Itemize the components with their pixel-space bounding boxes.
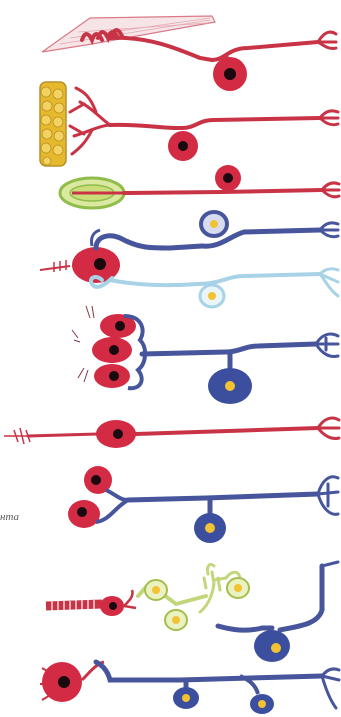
neuron-axon xyxy=(182,118,320,128)
neuron-nucleus xyxy=(113,429,123,439)
axon-terminal xyxy=(318,477,338,515)
olfactory-cilia xyxy=(4,428,30,444)
neuron-olfactory xyxy=(4,418,339,448)
photoreceptor-nucleus xyxy=(109,602,117,610)
blue-process xyxy=(96,662,180,680)
hair-cell-1-nucleus xyxy=(115,321,125,331)
neuron-hair-follicle xyxy=(40,82,338,166)
axon-terminal xyxy=(318,32,336,48)
amacrine-cell-process xyxy=(200,564,226,612)
neuron-nucleus xyxy=(225,381,235,391)
neuron-encapsulated-receptor xyxy=(60,165,339,208)
neuron-axon xyxy=(206,494,318,498)
neuron-nucleus xyxy=(224,68,236,80)
lightblue-axon-terminal xyxy=(320,269,338,296)
free-nerve-endings xyxy=(70,88,110,154)
neuron-retinal-second xyxy=(40,662,339,714)
outer-hair-cell-nucleus xyxy=(77,507,87,517)
neuron-axon xyxy=(226,344,316,352)
blue-axon xyxy=(180,676,322,680)
lightblue-axon xyxy=(198,274,320,284)
axon-terminal xyxy=(322,183,339,197)
muscle-spindle xyxy=(42,16,215,52)
hair-cell-stereocilia xyxy=(72,306,94,382)
hair-cell-2-nucleus xyxy=(109,345,119,355)
neuron-nucleus xyxy=(205,523,215,533)
ganglion-nucleus xyxy=(271,643,281,653)
neuron-process xyxy=(124,192,222,193)
inner-hair-cell-nucleus xyxy=(91,475,101,485)
blue-dendrite xyxy=(96,236,202,248)
neuron-process xyxy=(142,352,226,354)
neuron-process xyxy=(110,38,212,60)
ganglion-axon xyxy=(280,566,322,630)
axon-terminal xyxy=(316,334,338,356)
taste-cell-nucleus xyxy=(94,258,106,270)
axon-terminal xyxy=(320,111,338,125)
neuron-axon xyxy=(136,428,318,434)
side-label: нта xyxy=(0,512,19,523)
hair-cell-fibers xyxy=(96,490,128,522)
hair-cell-3-nucleus xyxy=(109,371,119,381)
blue-axon-terminal xyxy=(322,669,339,708)
neuron-axon xyxy=(222,190,322,192)
blue-nucleus xyxy=(210,220,218,228)
blue-axon-terminal xyxy=(320,223,338,237)
amacrine-nucleus xyxy=(234,584,242,592)
bipolar-nucleus-1 xyxy=(152,586,160,594)
ganglion-dendrite xyxy=(218,626,272,630)
neuron-process xyxy=(128,498,206,500)
neuron-taste xyxy=(40,212,338,307)
neuron-vestibular xyxy=(72,306,338,404)
axon-terminal xyxy=(318,418,339,438)
neuron-retinal xyxy=(46,562,338,662)
second-blue-nucleus xyxy=(258,700,266,708)
olfactory-dendrite xyxy=(28,434,98,436)
neuron-process xyxy=(110,125,182,128)
photoreceptor-terminal xyxy=(124,590,136,608)
lightblue-nucleus xyxy=(208,292,216,300)
neuron-muscle-spindle xyxy=(42,16,336,91)
ganglion-terminal xyxy=(322,562,338,566)
neuron-nucleus xyxy=(178,141,188,151)
neuron-nucleus xyxy=(223,173,233,183)
neuron-cochlear xyxy=(68,466,338,543)
red-cell-nucleus xyxy=(58,676,70,688)
blue-nucleus xyxy=(182,694,190,702)
bipolar-nucleus-2 xyxy=(172,616,180,624)
